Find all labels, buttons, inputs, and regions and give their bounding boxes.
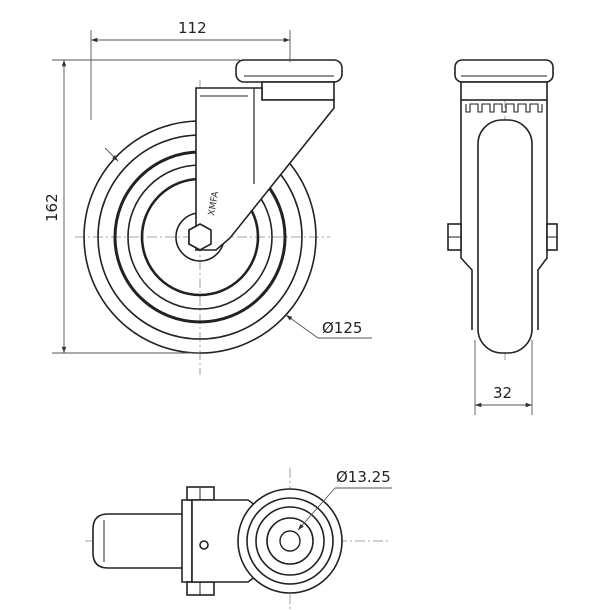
fork-leg [195, 87, 335, 251]
bolt-hole [279, 530, 301, 552]
top-fork-side [181, 499, 193, 583]
top-plate [235, 59, 343, 83]
top-view [85, 468, 390, 610]
diameter-arrow-top [104, 147, 119, 162]
front-swivel [460, 81, 548, 101]
height-label: 162 [43, 193, 61, 222]
side-view: XMFA [75, 59, 343, 375]
top-plate-rim [246, 497, 334, 585]
fork-logo: XMFA [207, 190, 221, 217]
front-fork-walls [460, 100, 548, 330]
side-view-dimensions [52, 30, 372, 354]
diameter-label: Ø125 [322, 319, 362, 337]
top-rivet [199, 540, 209, 550]
bolt-hole-label: Ø13.25 [336, 468, 391, 486]
front-view-dimensions [474, 340, 533, 415]
top-view-dimensions [297, 487, 392, 531]
width-label: 112 [178, 19, 207, 37]
front-wheel [477, 119, 533, 354]
axle-nut-front [188, 223, 212, 251]
diameter-leader [285, 314, 319, 339]
top-plate-ring [255, 506, 325, 576]
front-view [447, 59, 558, 360]
top-plate-inner [266, 517, 314, 565]
bolt-leader [297, 487, 336, 531]
bearing-teeth [465, 103, 543, 113]
front-top-plate [454, 59, 554, 83]
top-plate-outer [237, 488, 343, 594]
wheel-width-label: 32 [493, 384, 512, 402]
swivel-housing [261, 81, 335, 101]
